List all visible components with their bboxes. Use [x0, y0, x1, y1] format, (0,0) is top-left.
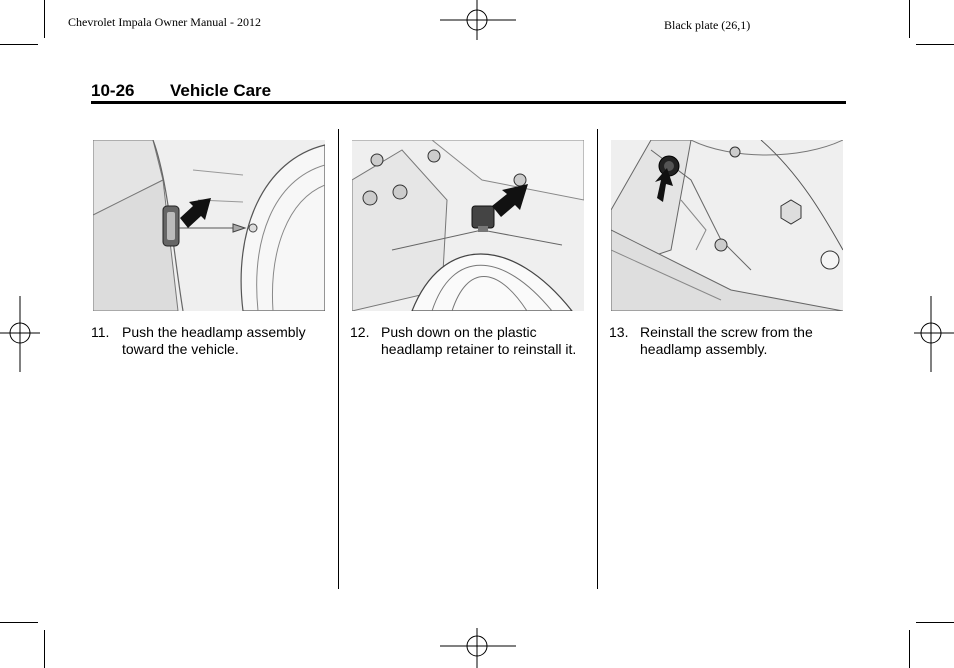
crop-mark — [44, 0, 45, 38]
step-text: Push the headlamp assembly toward the ve… — [122, 324, 306, 357]
registration-mark — [0, 296, 40, 372]
crop-mark — [916, 44, 954, 45]
step-number: 11. — [91, 324, 110, 340]
registration-mark — [440, 0, 516, 40]
headlamp-assembly-illustration — [93, 140, 325, 311]
crop-mark — [909, 0, 910, 38]
crop-mark — [0, 44, 38, 45]
registration-mark — [914, 296, 954, 372]
column-divider — [597, 129, 598, 589]
heading-rule — [91, 101, 846, 104]
step-number: 12. — [350, 324, 370, 340]
plate-label: Black plate (26,1) — [664, 18, 751, 32]
manual-title: Chevrolet Impala Owner Manual - 2012 — [68, 15, 261, 29]
crop-mark — [0, 622, 38, 623]
headlamp-retainer-illustration — [352, 140, 584, 311]
registration-mark — [440, 628, 516, 668]
step-text: Reinstall the screw from the headlamp as… — [640, 324, 813, 357]
step-number: 13. — [609, 324, 629, 340]
crop-mark — [909, 630, 910, 668]
page-number: 10-26 — [91, 81, 135, 100]
step-text: Push down on the plastic headlamp retain… — [381, 324, 577, 357]
headlamp-screw-illustration — [611, 140, 843, 311]
column-divider — [338, 129, 339, 589]
section-title: Vehicle Care — [170, 81, 272, 100]
crop-mark — [916, 622, 954, 623]
crop-mark — [44, 630, 45, 668]
